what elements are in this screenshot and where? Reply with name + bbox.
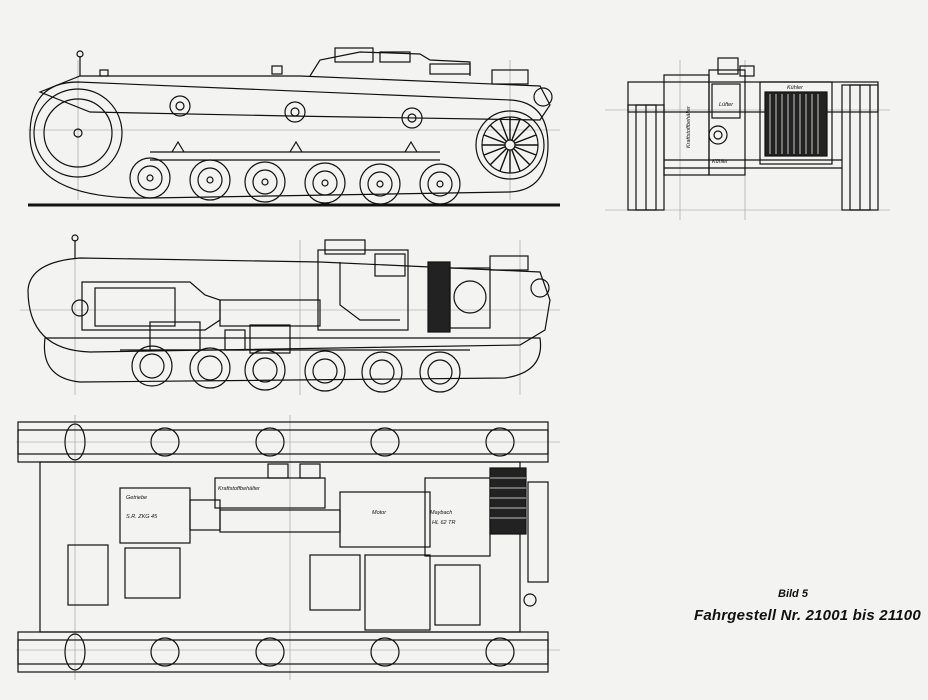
plan-view-drawing <box>16 415 560 680</box>
label-kuehler-front: Kühler <box>712 159 729 165</box>
label-kuehler-top: Kühler <box>787 85 804 91</box>
side-view-drawing <box>28 47 560 207</box>
figure-caption: Fahrgestell Nr. 21001 bis 21100 <box>694 607 921 624</box>
front-view-drawing <box>605 57 890 220</box>
label-engine-type: HL 62 TR <box>432 520 455 526</box>
label-kraftstoff-front: Kraftstoffbehälter <box>686 105 692 148</box>
label-motor: Motor <box>372 510 387 516</box>
label-maybach: Maybach <box>430 510 452 516</box>
longitudinal-section-drawing <box>20 234 560 395</box>
figure-number: Bild 5 <box>778 588 808 600</box>
label-fuel-tank: Kraftstoffbehälter <box>218 486 261 492</box>
label-luefter: Lüfter <box>719 102 734 108</box>
label-getriebe-type: S.R. ZKG 45 <box>126 514 158 520</box>
label-getriebe: Getriebe <box>126 495 147 501</box>
